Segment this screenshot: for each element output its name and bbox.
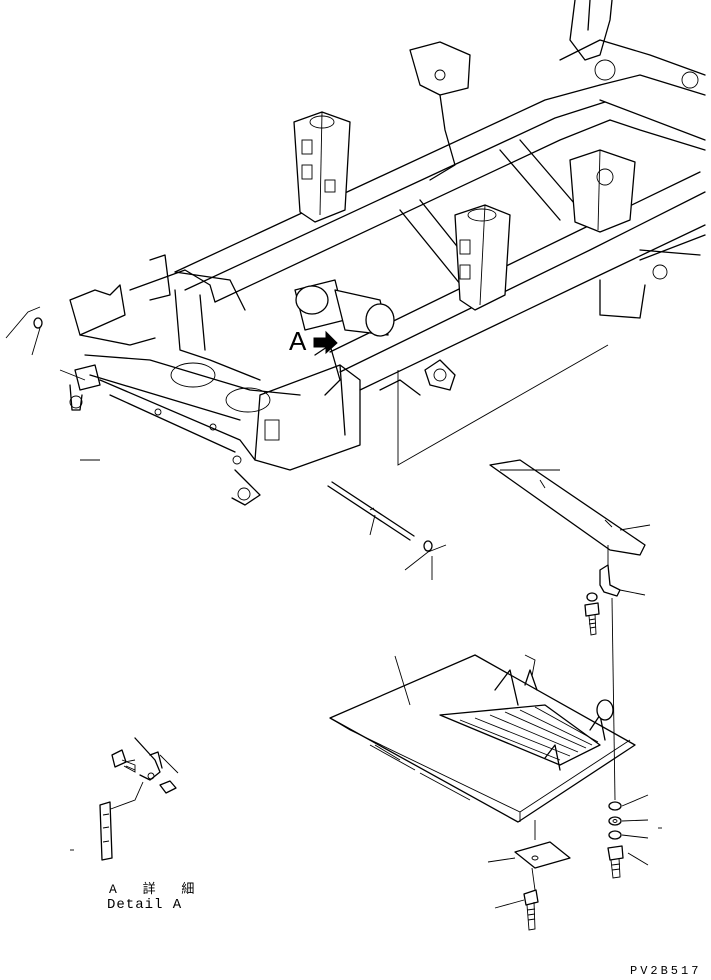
- vehicle-frame: [174, 0, 706, 391]
- mount-bracket-top: [409, 41, 471, 181]
- long-cover-plate: [489, 459, 651, 556]
- side-bracket: [379, 344, 609, 466]
- upright-post-right: [454, 204, 511, 311]
- detail-a-drawing: [70, 737, 179, 861]
- lower-plate: [487, 841, 571, 891]
- washer-upper: [586, 592, 598, 602]
- front-frame-box: [69, 254, 361, 506]
- bolt-bottom: [494, 820, 539, 931]
- upright-post-left: [293, 111, 351, 223]
- leader-line: [59, 369, 86, 381]
- bolt-right: [607, 845, 649, 879]
- washer-stack-right: [608, 794, 662, 840]
- assembly-guide-line: [611, 597, 616, 801]
- upright-post-rear: [569, 149, 636, 233]
- hydraulic-cylinder: [294, 279, 395, 337]
- detail-callout-letter: A: [289, 326, 307, 356]
- clamp-bracket: [599, 545, 646, 597]
- washer-front-left: [5, 306, 43, 356]
- under-guard-plate: [329, 654, 636, 823]
- callout-arrow: [313, 330, 338, 355]
- detail-label-english: Detail A: [107, 897, 183, 913]
- detail-label-japanese: A 詳 細: [109, 882, 204, 897]
- drawing-code: PV2B517: [630, 964, 702, 978]
- bolt-upper: [584, 602, 600, 636]
- washer-pin-end: [404, 540, 447, 580]
- pin-rod: [327, 481, 415, 541]
